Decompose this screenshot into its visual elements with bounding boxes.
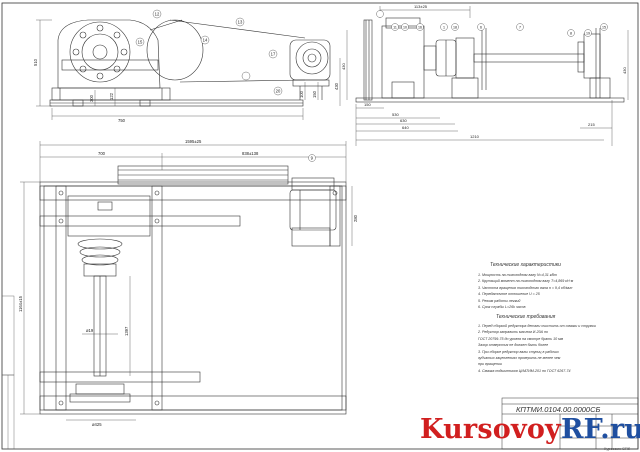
callout-18: 18 [453,25,457,29]
dim-side-d1: 150 [364,102,371,107]
requirement-item: ГОСТ 20799-75 до уровня на смотре брать … [478,336,564,341]
plan-dimensions [20,141,353,421]
dim-plan-bottom: ø425 [92,422,102,427]
dim-elev-right-a: 100 [299,90,304,98]
elevation-callouts [135,9,283,96]
callout-8: 8 [570,31,572,35]
elevation-dimensions [36,19,341,120]
callout-14: 14 [203,38,208,43]
plan-labels: 9 1595±25 700 838±138 280 1164±15 ø19 13… [18,139,358,427]
watermark-brand-b: RF [560,414,601,445]
dim-plan-overall: 1595±25 [185,139,202,144]
specs-block: 1. Мощность на тихоходном валу N=4,31 кВ… [478,272,573,310]
requirement-item: Зазор отверстия не должен быть более [478,343,549,348]
specs-list: 1. Мощность на тихоходном валу N=4,31 кВ… [478,272,573,310]
dim-side-top: 113±25 [414,4,428,9]
side-view [355,17,625,103]
callout-17: 17 [271,52,276,57]
title-block [501,397,639,450]
requirement-item: 2. Редуктор заправить маслом И-20А по [478,330,548,335]
callout-15b: 15 [602,25,606,29]
callout-10: 10 [403,25,407,29]
requirement-item: 1. Перед сборкой редуктора детали очисти… [478,324,596,328]
callout-20: 20 [276,89,281,94]
side-dimensions [346,6,629,146]
dim-side-d2: 530 [392,112,399,117]
side-dim-labels: 113±25 150 530 630 640 1210 215 430 430 [341,4,627,139]
spec-item: 1. Мощность на тихоходном валу N=4,31 кВ… [478,273,557,277]
dim-side-d4: 640 [402,125,409,130]
dim-plan-right-h: 280 [353,214,358,222]
watermark-brand-c: .ru [600,414,640,445]
spec-item: 5. Режим работы легкий [478,298,521,303]
dim-side-d5: 1210 [470,134,480,139]
watermark-brand-a: Kursovoy [420,414,561,445]
elevation-dim-labels: 510 750 300 122 100 150 430 [33,58,339,123]
dim-elev-width: 750 [118,118,126,123]
callout-13: 13 [238,20,243,25]
dim-plan-height: 1164±15 [18,295,23,312]
callout-7: 7 [519,25,521,29]
binding-strip [1,295,15,450]
requirements-list: 1. Перед сборкой редуктора детали очисти… [478,323,596,374]
dim-elev-right-c: 430 [334,82,339,90]
document-number: КПТМИ.0104.00.0000СБ [516,405,601,414]
spec-item: 3. Частота вращения тихоходного вала n =… [478,285,573,290]
dim-side-d8: 430 [622,67,627,74]
callout-1: 1 [443,25,445,29]
dim-plan-right: 838±138 [242,151,259,156]
callout-12: 12 [155,12,160,17]
dim-side-d3: 630 [400,118,407,123]
dim-plan-left: 700 [98,151,106,156]
requirements-title: Технические требования [496,314,556,320]
side-callouts [376,10,608,37]
specs-title: Технические характеристики [490,262,561,268]
callout-9: 9 [311,156,314,161]
dim-elev-right-b: 150 [312,90,317,98]
requirement-item: 3. При сборке редуктор валы ступиц в раб… [478,349,559,354]
spec-item: 2. Крутящий момент на тихоходном валу T=… [478,279,574,284]
dim-plan-d-small: ø19 [86,328,94,333]
spec-item: 6. Срок службы L=26k часов [478,305,526,310]
dim-side-d7: 430 [341,63,346,70]
dim-plan-inner: 1397 [124,326,129,336]
callout-11: 11 [393,25,397,29]
dim-elev-left-b: 122 [109,92,114,100]
front-elevation [49,19,331,107]
callout-19: 19 [586,31,590,35]
callout-15: 15 [138,40,143,45]
plan-callouts [308,154,316,162]
requirement-item: зубчатых зацеплениях проверить не менее … [478,356,561,361]
callout-16: 16 [418,25,422,29]
requirement-item: при вращении [478,362,502,367]
plan-view [39,165,347,415]
spec-item: 4. Передаточное отношение U = 25 [478,292,540,297]
requirement-item: 4. Смазка подшипников ЦИАТИМ-201 по ГОСТ… [478,368,571,373]
requirements-block: 1. Перед сборкой редуктора детали очисти… [478,323,596,374]
side-callout-labels: 11 10 16 1 18 6 7 8 19 15 [393,25,606,35]
dim-side-d6: 215 [588,122,595,127]
dim-elev-height: 510 [33,58,38,66]
dim-elev-left-a: 300 [89,94,94,102]
elevation-callout-labels: 12 13 14 15 17 20 [138,12,281,94]
callout-6: 6 [480,25,482,29]
watermark-logo: KursovoyRF.ru [420,414,640,445]
watermark-tag: Курсовик СПб [604,446,631,451]
